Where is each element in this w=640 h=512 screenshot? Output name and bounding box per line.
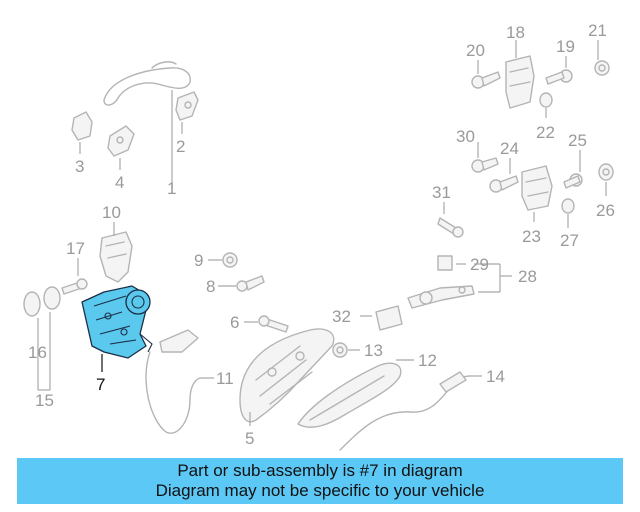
callout-8: 8 bbox=[206, 277, 215, 296]
callout-17: 17 bbox=[66, 239, 85, 258]
callout-4: 4 bbox=[115, 173, 124, 192]
callout-labels: 1 2 3 4 5 6 7 8 9 10 11 12 13 14 15 16 1… bbox=[28, 21, 615, 448]
callout-31: 31 bbox=[432, 183, 451, 202]
callout-9: 9 bbox=[194, 251, 203, 270]
part-upper-hinge bbox=[471, 40, 610, 118]
part-bumper-32 bbox=[360, 305, 403, 331]
part-gasket-4 bbox=[107, 125, 135, 170]
part-inner-handle-5 bbox=[239, 328, 335, 426]
callout-10: 10 bbox=[102, 203, 121, 222]
callout-5: 5 bbox=[245, 429, 254, 448]
banner-line-2: Diagram may not be specific to your vehi… bbox=[155, 481, 485, 500]
callout-27: 27 bbox=[560, 231, 579, 250]
part-door-latch-7 bbox=[81, 285, 153, 372]
callout-2: 2 bbox=[176, 137, 185, 156]
part-actuator-10 bbox=[99, 222, 133, 283]
callout-11: 11 bbox=[216, 369, 234, 388]
callout-29: 29 bbox=[470, 255, 489, 274]
parts-diagram: 1 2 3 4 5 6 7 8 9 10 11 12 13 14 15 16 1… bbox=[23, 21, 615, 451]
callout-12: 12 bbox=[418, 351, 437, 370]
part-cable-11 bbox=[145, 329, 214, 434]
part-screw-31 bbox=[437, 202, 464, 238]
callout-22: 22 bbox=[536, 123, 555, 142]
callout-20: 20 bbox=[466, 41, 485, 60]
part-screw-17 bbox=[61, 258, 88, 295]
part-lower-hinge bbox=[471, 142, 614, 228]
part-washer-13 bbox=[332, 342, 360, 358]
callout-25: 25 bbox=[568, 131, 587, 150]
callout-30: 30 bbox=[456, 127, 475, 146]
callout-15: 15 bbox=[35, 391, 54, 410]
callout-6: 6 bbox=[230, 313, 239, 332]
callout-7: 7 bbox=[96, 375, 105, 394]
callout-21: 21 bbox=[588, 21, 607, 40]
callout-13: 13 bbox=[364, 341, 383, 360]
banner-line-1: Part or sub-assembly is #7 in diagram bbox=[177, 461, 463, 480]
callout-32: 32 bbox=[332, 307, 351, 326]
callout-18: 18 bbox=[506, 23, 525, 42]
callout-16: 16 bbox=[28, 343, 47, 362]
callout-26: 26 bbox=[596, 201, 615, 220]
callout-19: 19 bbox=[556, 37, 575, 56]
part-fasteners-9-8-6 bbox=[208, 252, 289, 333]
part-seals-15-16 bbox=[23, 286, 61, 391]
info-banner: Part or sub-assembly is #7 in diagram Di… bbox=[17, 458, 623, 504]
part-handle-cap bbox=[175, 91, 199, 134]
part-outside-handle bbox=[103, 61, 191, 188]
part-check-arm bbox=[407, 255, 512, 309]
callout-24: 24 bbox=[500, 139, 519, 158]
part-bracket-3 bbox=[71, 111, 93, 154]
callout-3: 3 bbox=[75, 157, 84, 176]
callout-23: 23 bbox=[522, 227, 541, 246]
callout-1: 1 bbox=[167, 179, 176, 198]
callout-28: 28 bbox=[518, 267, 537, 286]
part-cable-14 bbox=[339, 371, 482, 451]
callout-14: 14 bbox=[486, 367, 505, 386]
part-trim-12 bbox=[297, 359, 414, 428]
